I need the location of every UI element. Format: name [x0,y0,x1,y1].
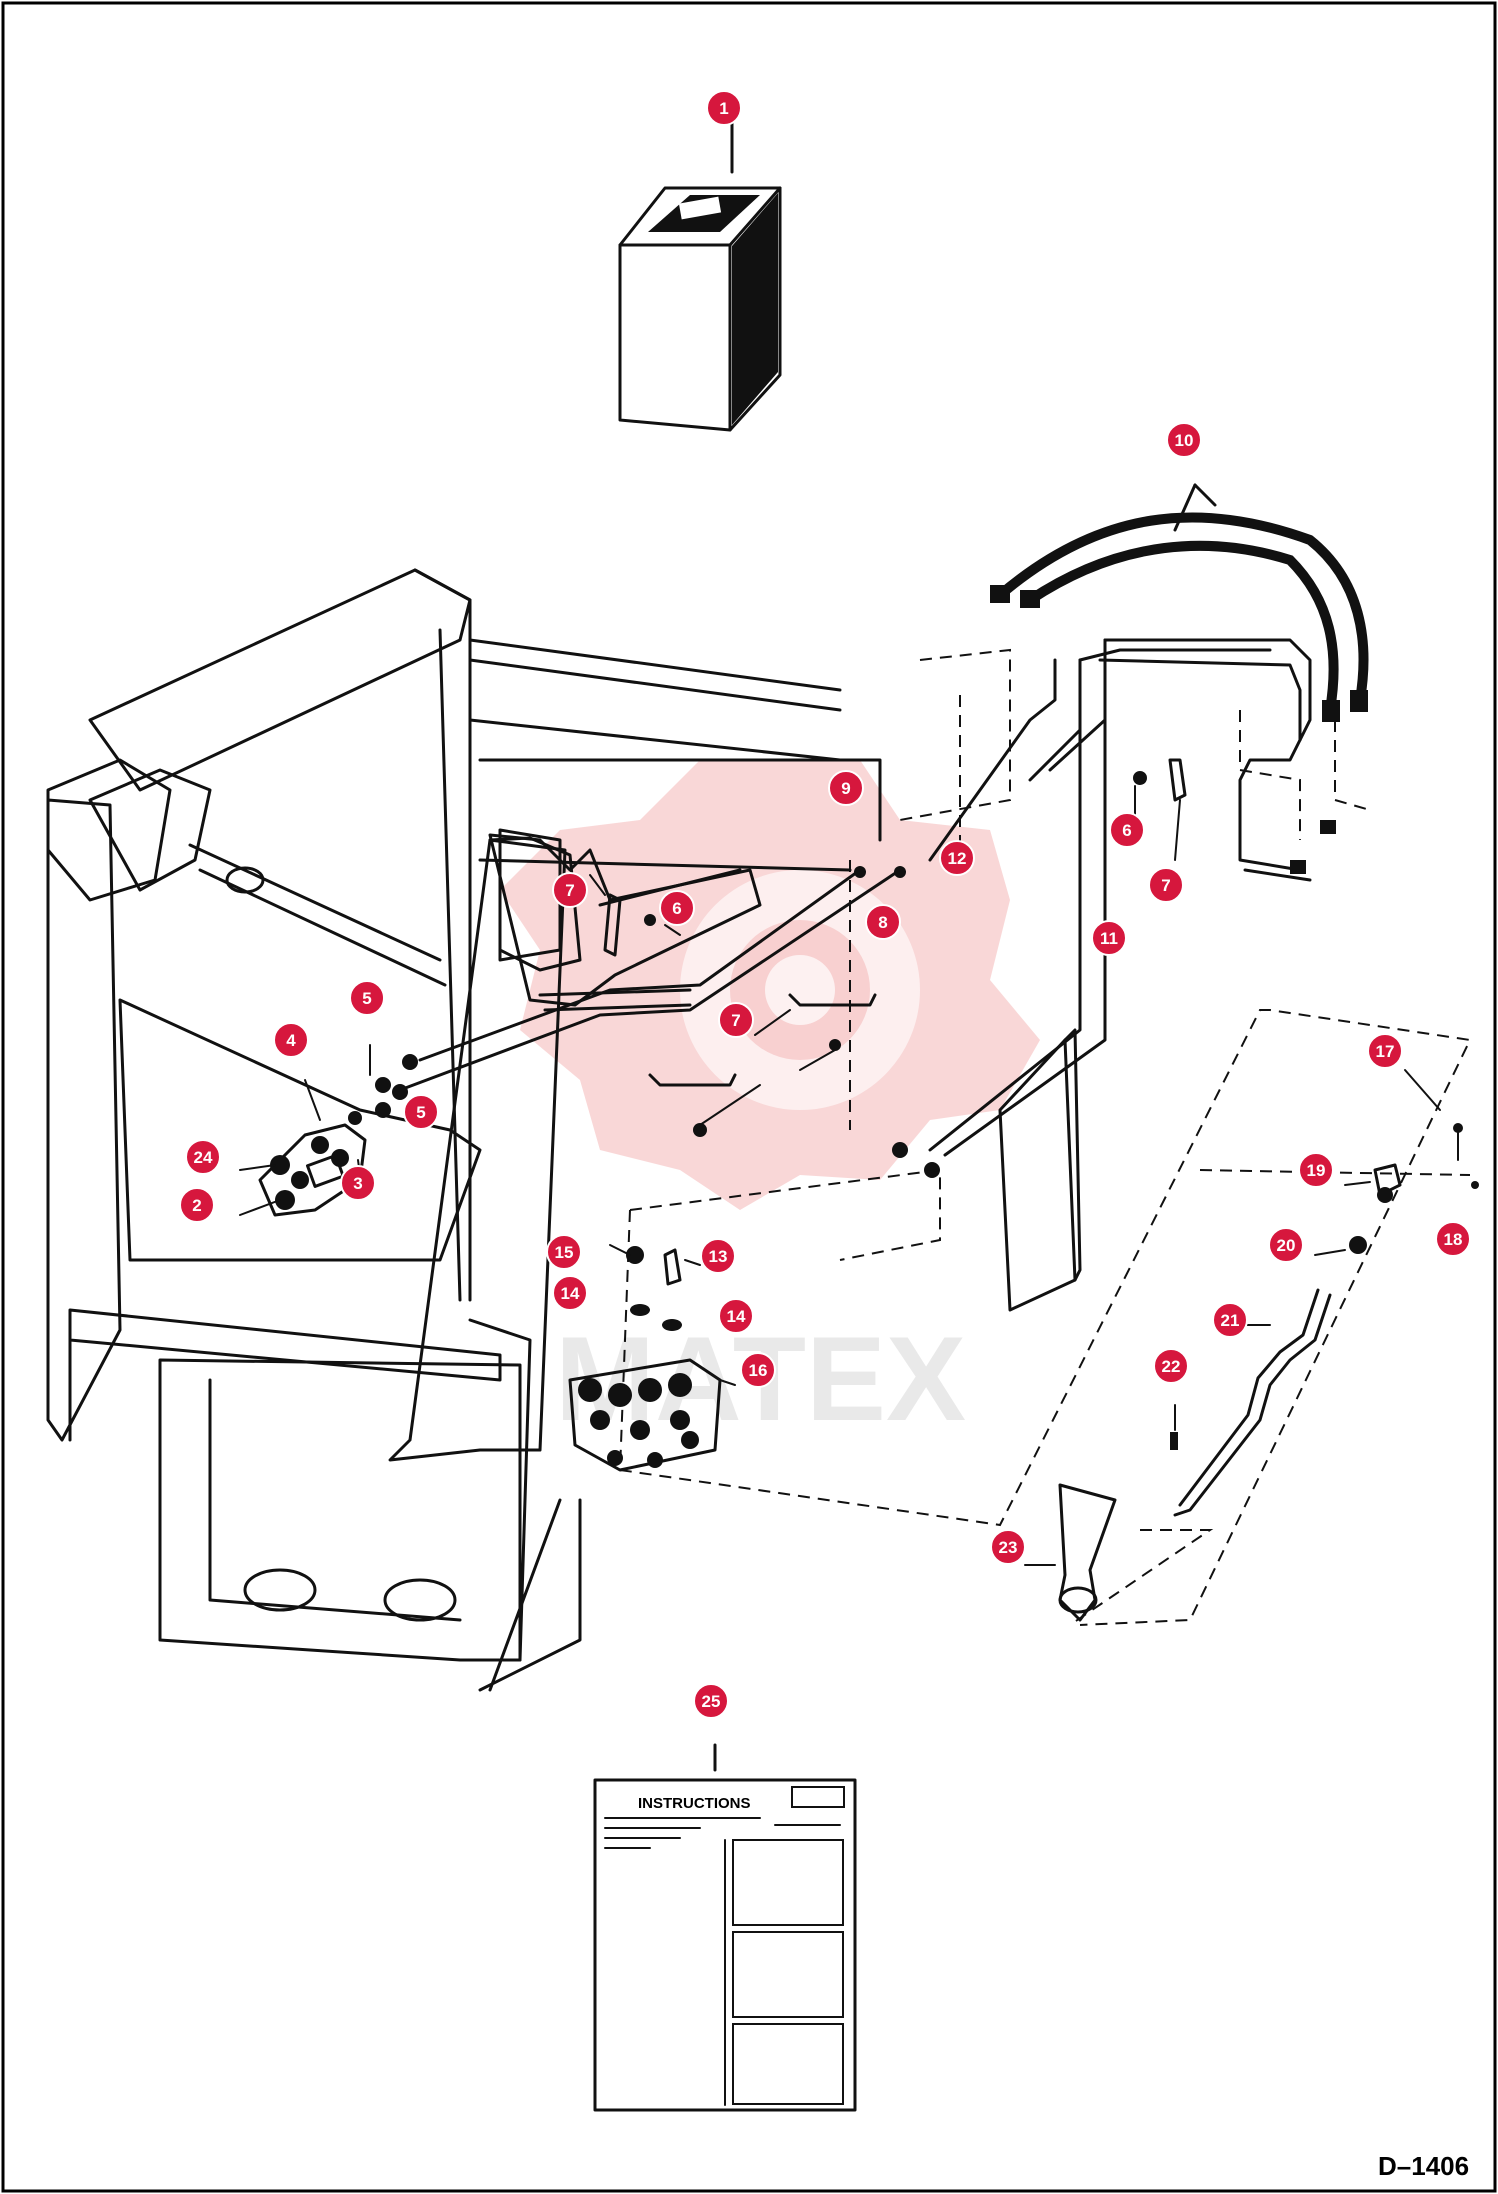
callout-label: 14 [727,1307,746,1326]
callout-label: 10 [1175,431,1194,450]
callout-badge-4: 4 [273,1022,309,1058]
callout-label: 11 [1100,929,1118,948]
control-valve [568,1244,736,1472]
callout-label: 20 [1277,1236,1296,1255]
callout-label: 2 [192,1196,201,1215]
instruction-card-heading: INSTRUCTIONS [638,1795,751,1812]
clamps-6-7-right [1133,758,1187,861]
callout-badge-2: 2 [179,1187,215,1223]
hoses-10 [990,483,1369,722]
callout-label: 7 [565,881,574,900]
callout-badge-17: 17 [1367,1033,1403,1069]
callout-label: 3 [353,1174,362,1193]
callout-badge-3: 3 [340,1165,376,1201]
callout-badge-22: 22 [1153,1348,1189,1384]
dashed-outlines [618,648,1472,1626]
callout-badge-23: 23 [990,1529,1026,1565]
callout-badge-15: 15 [546,1234,582,1270]
callout-badge-14a: 14 [552,1275,588,1311]
callout-badge-21: 21 [1212,1302,1248,1338]
callout-label: 13 [709,1247,728,1266]
callout-badge-20: 20 [1268,1227,1304,1263]
callout-label: 4 [286,1031,296,1050]
clamps-6-7 [589,874,877,1137]
callout-label: 1 [719,99,728,118]
callout-label: 16 [749,1361,768,1380]
parts-17-23 [1024,1069,1479,1622]
tubes-11-12 [892,638,1336,1178]
callout-label: 5 [362,989,371,1008]
carton-box [618,116,782,432]
callout-label: 7 [731,1011,740,1030]
side-plate [998,1028,1082,1312]
callout-badge-6a: 6 [659,890,695,926]
callout-badge-7b: 7 [1148,867,1184,903]
callout-badge-1: 1 [706,90,742,126]
callout-label: 25 [702,1692,721,1711]
callout-label: 8 [878,913,887,932]
callout-badge-13: 13 [700,1238,736,1274]
callout-badge-6b: 6 [1109,812,1145,848]
callout-label: 17 [1376,1042,1395,1061]
callout-label: 7 [1161,876,1170,895]
callout-label: 21 [1221,1311,1240,1330]
callout-label: 5 [416,1103,425,1122]
callout-label: 22 [1162,1357,1181,1376]
callout-label: 23 [999,1538,1018,1557]
callout-badge-18: 18 [1435,1221,1471,1257]
callout-badge-8: 8 [865,904,901,940]
callout-badge-12: 12 [939,840,975,876]
drawing-code: D–1406 [1378,2151,1469,2181]
callout-badge-9: 9 [828,770,864,806]
fittings-left [239,1044,391,1217]
loader-frame [46,568,882,1692]
mount-plate [488,833,762,1007]
callout-badge-7c: 7 [718,1002,754,1038]
callout-badge-11: 11 [1091,920,1127,956]
callout-badge-25: 25 [693,1683,729,1719]
callout-label: 12 [948,849,967,868]
callout-label: 15 [555,1243,574,1262]
callout-label: 14 [561,1284,580,1303]
steel-tubes-8-9 [392,866,906,1100]
callout-label: 24 [194,1148,213,1167]
callout-badge-10: 10 [1166,422,1202,458]
callout-badge-5b: 5 [403,1094,439,1130]
callout-badge-7a: 7 [552,872,588,908]
callout-badge-5a: 5 [349,980,385,1016]
callout-label: 9 [841,779,850,798]
callout-badge-19: 19 [1298,1152,1334,1188]
callout-badge-24: 24 [185,1139,221,1175]
callout-label: 19 [1307,1161,1326,1180]
instruction-card: INSTRUCTIONS [593,1743,857,2112]
callout-label: 18 [1444,1230,1463,1249]
callout-label: 6 [672,899,681,918]
callout-label: 6 [1122,821,1131,840]
callout-badge-16: 16 [740,1352,776,1388]
callout-badge-14b: 14 [718,1298,754,1334]
